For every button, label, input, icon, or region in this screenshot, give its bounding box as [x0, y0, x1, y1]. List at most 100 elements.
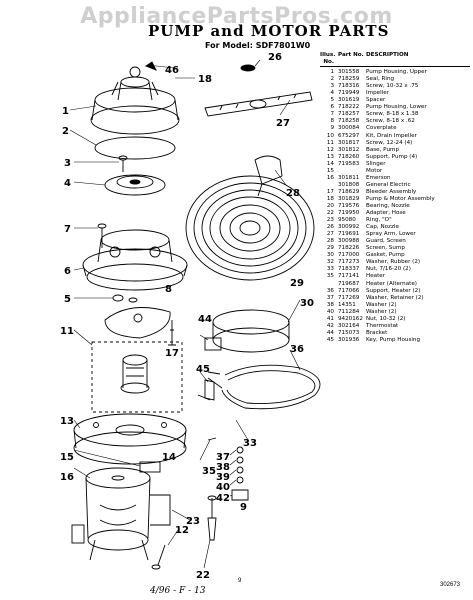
callout-2: 2 — [62, 126, 69, 137]
cell-description: Cap, Nozzle — [366, 224, 399, 231]
cell-illus: 4 — [330, 90, 334, 97]
cell-description: Washer, Retainer (2) — [366, 294, 424, 301]
callout-30: 30 — [300, 298, 314, 309]
cell-part: 14351 — [338, 301, 356, 308]
callout-11: 11 — [60, 326, 74, 337]
table-row: 301808 General Electric — [320, 182, 470, 189]
cell-description: Bearing, Nozzle — [366, 202, 410, 209]
cell-description: Seal, Ring — [366, 76, 395, 83]
column-part: Part No. — [338, 52, 364, 58]
cell-illus: 3 — [330, 83, 334, 90]
callout-16: 16 — [60, 472, 74, 483]
cell-illus: 1 — [330, 69, 334, 76]
cell-illus: 36 — [326, 287, 334, 294]
cell-description: Pump & Motor Assembly — [366, 195, 435, 202]
coverplate — [104, 307, 171, 339]
lower-pump-housing — [82, 229, 188, 291]
cell-illus: 41 — [326, 315, 334, 322]
thermostat-stack — [207, 437, 249, 501]
screw-12 — [151, 544, 166, 570]
cell-illus: 29 — [326, 245, 334, 252]
cell-part — [338, 168, 366, 175]
callout-5: 5 — [64, 294, 71, 305]
callout-13: 13 — [60, 416, 74, 427]
cell-part: 300084 — [338, 125, 360, 132]
cell-description: Washer (2) — [366, 308, 397, 315]
cell-part: 302164 — [338, 322, 360, 329]
cell-illus: 17 — [326, 188, 334, 195]
cell-illus: 2 — [330, 76, 334, 83]
cell-description: Screw, 10-32 x .75 — [366, 83, 419, 90]
page-title: PUMP and MOTOR PARTS — [148, 22, 390, 40]
cell-illus: 37 — [326, 294, 334, 301]
callout-3: 3 — [64, 158, 71, 169]
parts-list-header: Illus. No. Part No. DESCRIPTION — [320, 52, 470, 68]
cell-part: 300988 — [338, 238, 360, 245]
cell-description: Bracket — [366, 329, 388, 336]
callout-39: 39 — [216, 472, 230, 483]
cell-description: Emerson — [366, 174, 391, 181]
cell-illus — [320, 182, 338, 189]
callout-35: 35 — [202, 466, 216, 477]
cell-illus: 18 — [326, 195, 334, 202]
cell-illus: 6 — [330, 104, 334, 111]
callout-33: 33 — [243, 438, 257, 449]
cell-part: 301808 — [338, 181, 360, 188]
model-line: For Model: SDF7801W0 — [205, 41, 311, 50]
cell-part: 718258 — [338, 118, 360, 125]
cell-description: Screw, 8-18 x 1.38 — [366, 111, 419, 118]
cell-illus: 32 — [326, 259, 334, 266]
callout-26: 26 — [268, 52, 282, 63]
cell-description: Washer (2) — [366, 301, 397, 308]
document-number: 302673 — [440, 582, 461, 588]
cell-illus: 42 — [326, 322, 334, 329]
spacer — [112, 294, 124, 302]
cell-part: 711284 — [338, 308, 360, 315]
column-illus: Illus. No. — [320, 52, 336, 66]
cell-part: 718226 — [338, 245, 360, 252]
table-row: 3 718316 Screw, 10-32 x .75 — [320, 83, 470, 90]
cell-part: 301811 — [338, 174, 360, 181]
cell-description: Spacer — [366, 97, 386, 104]
cell-description: General Electric — [366, 181, 411, 188]
cell-illus: 20 — [326, 202, 334, 209]
cell-illus: 14 — [326, 160, 334, 167]
cell-illus: 12 — [326, 146, 334, 153]
callout-27: 27 — [276, 118, 290, 129]
cell-description: Adapter, Hose — [366, 210, 406, 217]
cell-part: 301817 — [338, 139, 360, 146]
callout-15: 15 — [60, 452, 74, 463]
cell-part: 718222 — [338, 104, 360, 111]
cell-part: 719950 — [338, 210, 360, 217]
cell-illus: 23 — [326, 217, 334, 224]
cell-description: Support, Pump (4) — [366, 153, 418, 160]
cell-part: 301936 — [338, 336, 360, 343]
cell-description: Nut, 10-32 (2) — [366, 315, 406, 322]
callout-1: 1 — [62, 106, 69, 117]
cell-part: 715073 — [338, 329, 360, 336]
cell-illus: 22 — [326, 210, 334, 217]
handwritten-note: 4/96 - F - 13 — [150, 586, 206, 596]
cell-description: Motor — [366, 167, 383, 174]
key-pump-housing — [197, 379, 215, 401]
cell-part: 300992 — [338, 224, 360, 231]
cell-illus: 35 — [326, 273, 334, 280]
cell-illus: 7 — [330, 111, 334, 118]
cell-illus: 27 — [326, 231, 334, 238]
cell-part: 718316 — [338, 83, 360, 90]
